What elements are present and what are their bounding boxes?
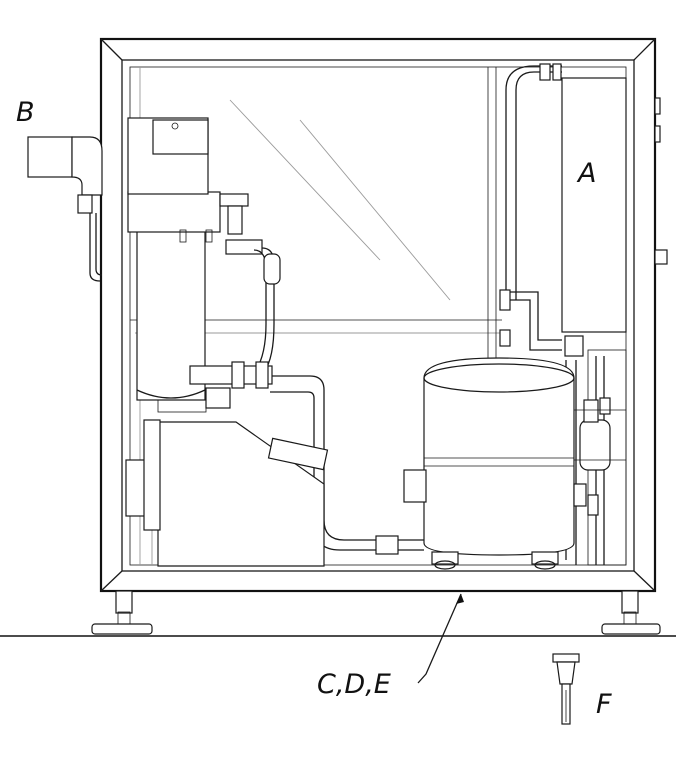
valves-and-hose [189, 193, 281, 409]
label-b: B [16, 97, 35, 128]
callout-leader-cde [417, 593, 462, 684]
label-f: F [596, 689, 612, 720]
label-a: A [578, 158, 597, 189]
pump-base-box [125, 419, 329, 567]
cabinet-feet [91, 590, 661, 635]
label-cde: C,D,E [317, 669, 391, 700]
item-f-part [552, 653, 580, 725]
inlet-duct [27, 136, 103, 282]
evaporator-tank [499, 63, 627, 357]
compressor [403, 357, 587, 570]
callout-arrowhead [456, 594, 464, 604]
right-piping [565, 349, 627, 566]
side-connectors [654, 97, 668, 265]
